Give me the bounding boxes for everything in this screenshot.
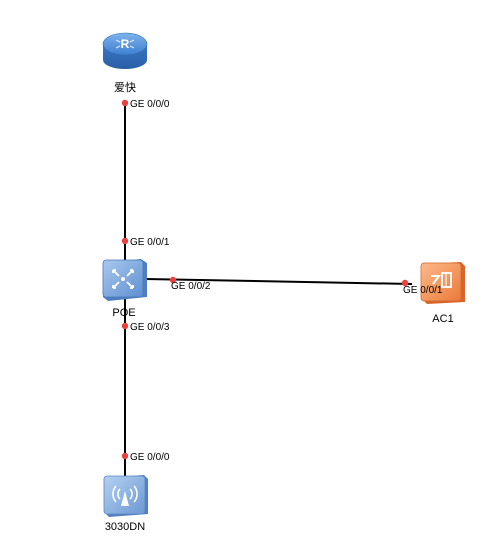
port-label-ap: GE 0/0/0 bbox=[130, 452, 170, 463]
port-dot-ac-ge001[interactable] bbox=[401, 279, 409, 287]
router-device[interactable]: R 爱快 bbox=[102, 32, 148, 94]
switch-label: POE bbox=[112, 307, 135, 319]
access-controller-icon bbox=[420, 262, 465, 304]
router-label: 爱快 bbox=[114, 81, 136, 94]
ap-device[interactable]: 3030DN bbox=[103, 475, 148, 533]
switch-device[interactable]: POE bbox=[102, 259, 147, 319]
port-label-ac: GE 0/0/1 bbox=[403, 285, 443, 296]
port-label-switch-ac: GE 0/0/2 bbox=[171, 281, 211, 292]
ac-label: AC1 bbox=[432, 313, 453, 325]
port-label-router: GE 0/0/0 bbox=[130, 99, 170, 110]
link-switch-ac[interactable] bbox=[144, 278, 413, 285]
port-dot-switch-ge002[interactable] bbox=[169, 276, 177, 284]
port-label-switch-down: GE 0/0/3 bbox=[130, 322, 170, 333]
switch-icon bbox=[102, 259, 147, 301]
port-dot-ap-ge000[interactable] bbox=[121, 452, 129, 460]
port-label-switch-up: GE 0/0/1 bbox=[130, 237, 170, 248]
wireless-ap-icon bbox=[103, 475, 148, 517]
svg-text:R: R bbox=[121, 37, 130, 51]
port-dot-switch-ge003[interactable] bbox=[121, 322, 129, 330]
port-dot-router-ge000[interactable] bbox=[121, 99, 129, 107]
router-icon: R bbox=[102, 32, 148, 69]
port-dot-switch-ge001[interactable] bbox=[121, 237, 129, 245]
ap-label: 3030DN bbox=[105, 521, 145, 533]
ac-device[interactable]: AC1 bbox=[420, 262, 465, 325]
